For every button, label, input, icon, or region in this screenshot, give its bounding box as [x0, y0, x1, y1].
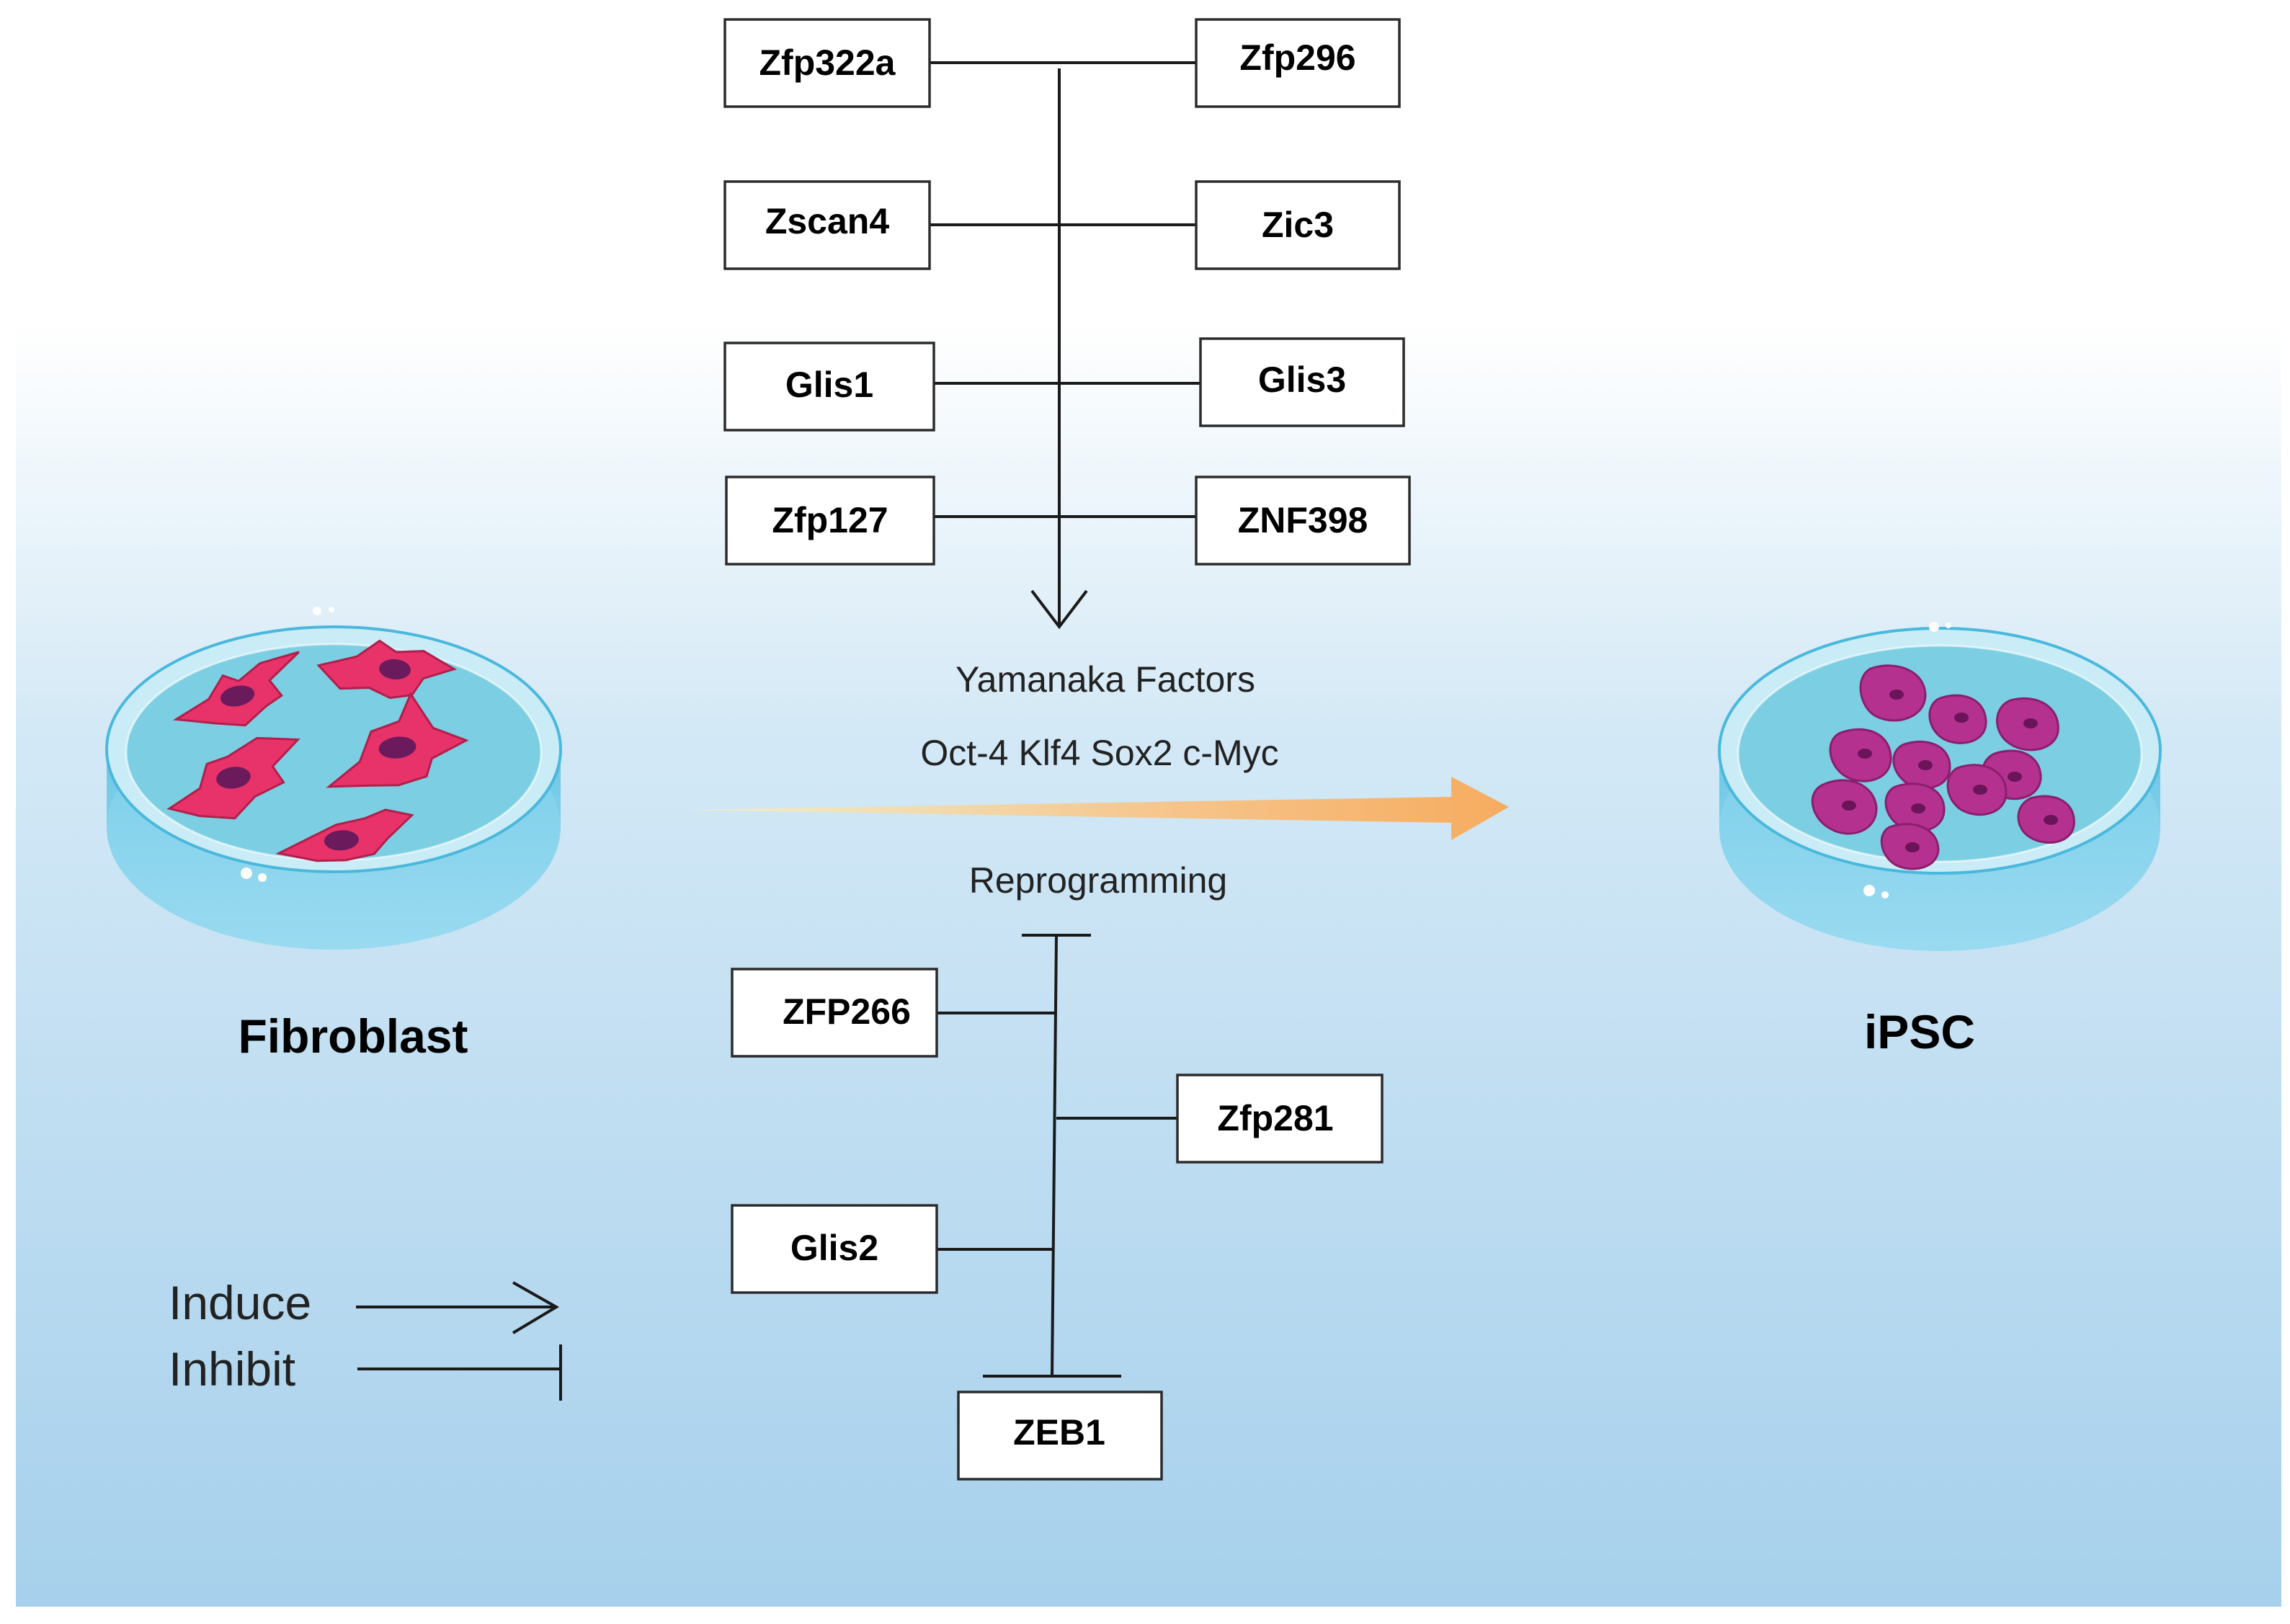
ipsc-cell: [1859, 664, 1927, 722]
inducer-box-zfp127: Zfp127: [725, 476, 935, 566]
inhibitor-label: ZEB1: [1013, 1412, 1105, 1453]
inhibit-spine-line: [1051, 934, 1058, 1377]
fibroblast-cell: [172, 651, 300, 727]
fibroblast-cell: [316, 639, 458, 700]
ipsc-label: iPSC: [1864, 1005, 1975, 1058]
inducer-box-glis3: Glis3: [1199, 337, 1405, 427]
fibroblast-cell: [166, 736, 300, 820]
reprogramming-arrow: [686, 777, 1509, 840]
ipsc-cell: [1811, 779, 1878, 835]
inducer-label: Zic3: [1262, 205, 1334, 245]
inducer-label: Zfp296: [1239, 37, 1355, 78]
fibroblast-cell: [326, 692, 469, 788]
inducer-label: Glis3: [1258, 360, 1346, 400]
inducer-label: Zfp322a: [759, 43, 896, 83]
inhibitor-box-glis2: Glis2: [731, 1204, 938, 1294]
inducer-label: Zfp127: [772, 500, 888, 540]
legend-inhibit-label: Inhibit: [169, 1342, 295, 1396]
legend-induce-label: Induce: [169, 1276, 311, 1329]
inhibitor-label: Glis2: [790, 1228, 878, 1268]
ipsc-cell: [1996, 697, 2059, 751]
legend: Induce Inhibit: [169, 1276, 562, 1401]
inducer-box-zfp296: Zfp296: [1195, 18, 1401, 108]
ipsc-cell: [2017, 795, 2075, 844]
yamanaka-factors-label: Yamanaka Factors: [955, 659, 1255, 700]
ipsc-cell: [1892, 740, 1951, 790]
inhibitor-box-zfp266: ZFP266: [731, 968, 938, 1058]
ipsc-cell: [1884, 782, 1946, 832]
fibroblast-dish: [105, 607, 562, 950]
ipsc-cell: [1946, 764, 2008, 816]
inhibitor-label: ZFP266: [783, 991, 911, 1032]
inducer-label: ZNF398: [1238, 500, 1368, 540]
induce-arrowhead: [1030, 589, 1088, 630]
inhibitor-label: Zfp281: [1217, 1098, 1333, 1138]
ipsc-cell: [1928, 694, 1987, 744]
inhibitor-box-zeb1: ZEB1: [957, 1391, 1163, 1481]
ipsc-cell: [1829, 728, 1892, 782]
ipsc-cell: [1880, 823, 1940, 870]
inducer-label: Glis1: [785, 365, 873, 405]
inducer-box-zfp322a: Zfp322a: [723, 18, 931, 108]
legend-induce-arrowhead: [512, 1281, 559, 1334]
inducer-box-glis1: Glis1: [723, 342, 935, 432]
reprogramming-label: Reprogramming: [969, 860, 1227, 901]
inhibitor-box-zfp281: Zfp281: [1176, 1074, 1384, 1164]
fibroblast-cell: [275, 808, 414, 862]
inducer-box-znf398: ZNF398: [1195, 476, 1411, 566]
fibroblast-label: Fibroblast: [238, 1009, 468, 1063]
factor-list-label: Oct-4 Klf4 Sox2 c-Myc: [920, 733, 1278, 773]
inducer-label: Zscan4: [765, 201, 890, 241]
ipsc-dish: [1718, 622, 2162, 951]
inducer-box-zscan4: Zscan4: [723, 180, 931, 270]
inducer-box-zic3: Zic3: [1195, 180, 1401, 270]
